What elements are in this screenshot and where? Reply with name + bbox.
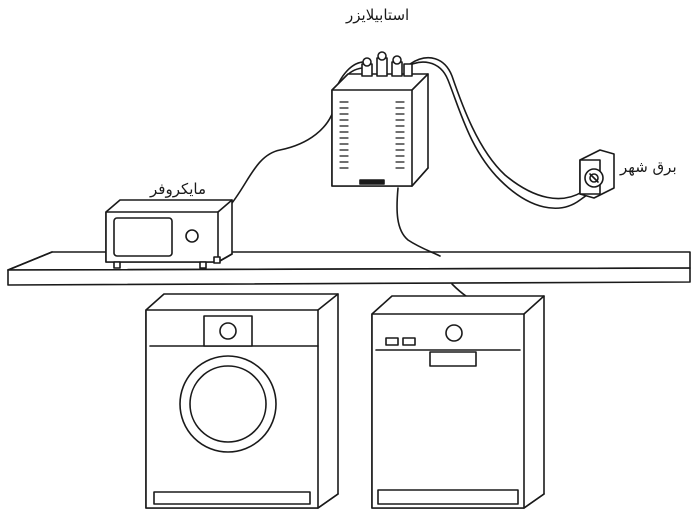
label-stabilizer: استابیلایزر bbox=[346, 6, 409, 24]
stabilizer-box bbox=[332, 74, 428, 186]
washing-machine bbox=[146, 294, 338, 508]
cable-stabilizer-to-socket bbox=[405, 62, 608, 208]
label-city-power: برق شهر bbox=[620, 158, 677, 176]
cable-stabilizer-to-appliances bbox=[397, 188, 440, 256]
wall-socket bbox=[580, 150, 614, 198]
stabilizer-terminals bbox=[362, 52, 412, 76]
label-microwave: مایکروفر bbox=[150, 180, 206, 198]
dishwasher bbox=[372, 296, 544, 508]
cable-down-behind-counter bbox=[452, 284, 466, 296]
microwave-oven bbox=[106, 200, 232, 268]
cable-stabilizer-to-socket-2 bbox=[410, 58, 582, 199]
